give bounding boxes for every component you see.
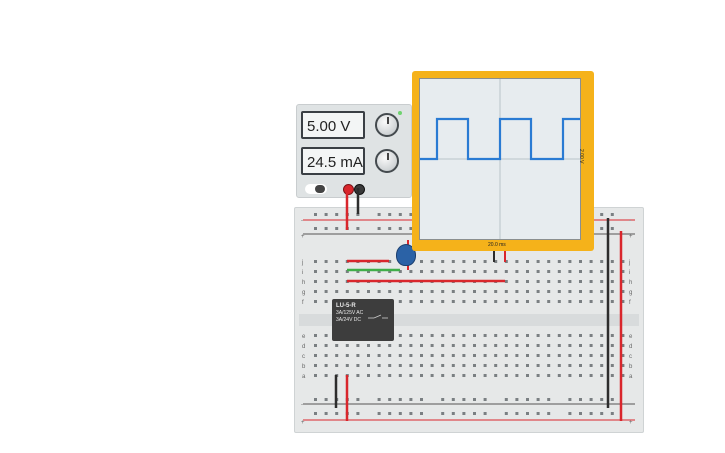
row-letter: j	[301, 260, 303, 266]
power-switch[interactable]	[305, 184, 327, 194]
row-letter: d	[629, 344, 632, 350]
rail-minus-label: -	[629, 218, 631, 224]
ceramic-capacitor[interactable]	[396, 244, 416, 266]
row-letter: e	[629, 334, 633, 340]
relay-model: LU-5-R	[336, 303, 356, 309]
switch-knob-icon	[315, 185, 325, 193]
rail-plus-label: +	[301, 234, 305, 240]
relay-switch-icon	[368, 314, 388, 319]
row-letter: a	[629, 374, 633, 380]
scope-trace-graph	[420, 79, 580, 239]
power-supply[interactable]: 5.00 V 24.5 mA	[296, 104, 412, 198]
oscilloscope[interactable]: 2.00 V 20.0 ms	[412, 71, 594, 251]
voltage-knob[interactable]	[375, 113, 399, 137]
relay[interactable]: LU-5-R 3A/125V AC 3A/24V DC	[332, 299, 394, 341]
row-letter: d	[302, 344, 305, 350]
rail-plus-label: +	[629, 234, 633, 240]
row-letter: f	[629, 300, 631, 306]
row-letter: a	[302, 374, 306, 380]
current-display: 24.5 mA	[301, 147, 365, 175]
row-letter: e	[302, 334, 306, 340]
row-letter: f	[302, 300, 304, 306]
row-letter: g	[629, 290, 632, 296]
row-letter: g	[302, 290, 305, 296]
row-letter: i	[629, 270, 630, 276]
rail-plus-label: +	[301, 420, 305, 426]
voltage-display: 5.00 V	[301, 111, 365, 139]
relay-rating-ac: 3A/125V AC	[336, 310, 364, 316]
row-letter: j	[628, 260, 630, 266]
relay-rating-dc: 3A/24V DC	[336, 317, 362, 323]
scope-volts-label: 2.00 V	[578, 149, 584, 164]
rail-minus-label: -	[301, 402, 303, 408]
square-wave-trace	[420, 117, 580, 161]
row-letter: c	[302, 354, 305, 360]
row-letter: h	[629, 280, 632, 286]
negative-terminal[interactable]	[354, 184, 365, 195]
rail-minus-label: -	[301, 218, 303, 224]
row-letter: h	[302, 280, 305, 286]
row-letter: b	[629, 364, 633, 370]
current-knob[interactable]	[375, 149, 399, 173]
scope-screen	[419, 78, 581, 240]
status-led-icon	[398, 111, 402, 115]
row-letter: b	[302, 364, 306, 370]
row-letter: c	[629, 354, 632, 360]
positive-terminal[interactable]	[343, 184, 354, 195]
row-letter: i	[302, 270, 303, 276]
rail-minus-label: -	[629, 402, 631, 408]
scope-time-label: 20.0 ms	[488, 242, 506, 248]
rail-plus-label: +	[629, 420, 633, 426]
